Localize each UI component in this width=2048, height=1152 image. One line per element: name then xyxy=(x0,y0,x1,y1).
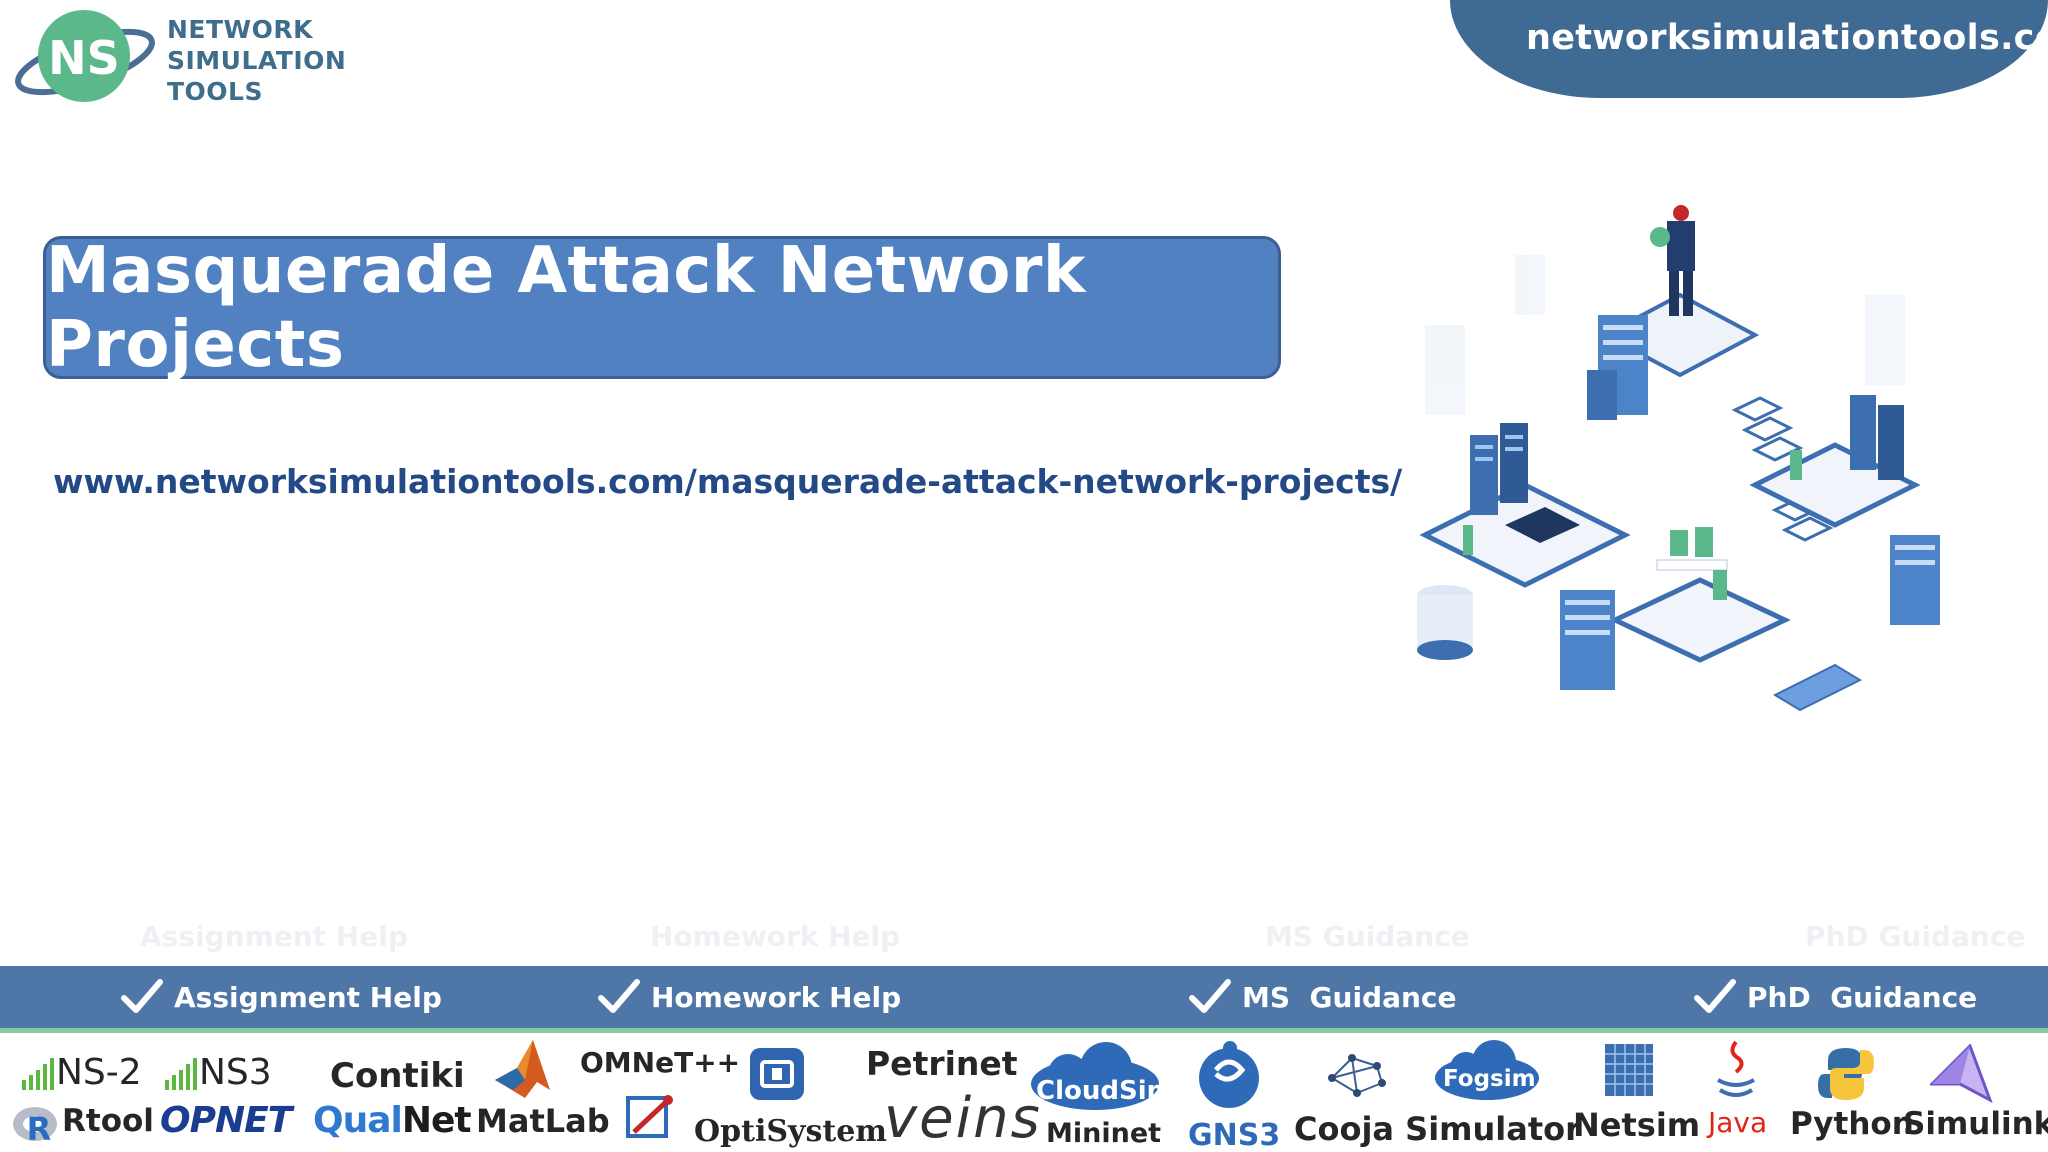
ghost-service-1: Assignment Help xyxy=(140,920,408,953)
tool-python: Python xyxy=(1790,1106,1914,1142)
tool-simulink: Simulink xyxy=(1903,1106,2048,1142)
tool-java: Java xyxy=(1708,1106,1768,1139)
service-label: Homework Help xyxy=(651,980,902,1014)
tool-mininet: Mininet xyxy=(1046,1118,1162,1149)
service-underline xyxy=(0,1028,2048,1033)
svg-text:NS: NS xyxy=(48,31,120,85)
tool-optisystem: OptiSystem xyxy=(694,1114,888,1149)
ghost-service-3: MS Guidance xyxy=(1265,920,1470,953)
check-icon xyxy=(1694,979,1736,1013)
tool-cooja: Cooja Simulator xyxy=(1294,1110,1581,1148)
tool-petrinet: Petrinet xyxy=(866,1044,1018,1083)
check-icon xyxy=(121,979,163,1013)
qualnet-part-2: Net xyxy=(401,1100,472,1141)
title-banner: Masquerade Attack Network Projects xyxy=(43,233,1281,382)
ghost-services-reflection: Assignment Help Homework Help MS Guidanc… xyxy=(0,920,2048,960)
java-cup-icon xyxy=(1717,1040,1755,1097)
signal-bars-icon xyxy=(165,1058,197,1090)
matlab-logo-icon xyxy=(495,1040,550,1098)
page-url-link[interactable]: www.networksimulationtools.com/masquerad… xyxy=(53,462,1403,501)
qualnet-part-1: Qual xyxy=(313,1100,403,1141)
brand-logo[interactable]: NS NETWORK SIMULATION TOOLS xyxy=(10,4,346,114)
network-illustration xyxy=(1417,205,1940,712)
tool-contiki: Contiki xyxy=(330,1056,465,1096)
tool-ns2: NS-2 xyxy=(56,1052,142,1093)
service-label: PhD Guidance xyxy=(1747,980,1978,1014)
tool-gns3: GNS3 xyxy=(1188,1118,1281,1152)
cooja-network-icon xyxy=(1328,1054,1386,1097)
check-icon xyxy=(598,979,640,1013)
ghost-service-4: PhD Guidance xyxy=(1805,920,2026,953)
person-head-icon xyxy=(1673,205,1689,221)
service-ms-guidance[interactable]: MS Guidance xyxy=(1188,966,1457,1028)
r-logo-icon: R xyxy=(13,1107,57,1144)
logo-wordmark: NETWORK SIMULATION TOOLS xyxy=(167,14,346,107)
site-badge xyxy=(1450,0,2048,98)
cloudsim-cloud-icon xyxy=(1031,1042,1159,1110)
ns-logo-icon: NS xyxy=(15,10,155,102)
tool-opnet: OPNET xyxy=(160,1100,292,1141)
tool-qualnet: QualNet xyxy=(313,1100,472,1141)
service-label: Assignment Help xyxy=(174,980,442,1014)
python-logo-icon xyxy=(1818,1048,1874,1100)
tool-ns3: NS3 xyxy=(199,1052,272,1093)
service-phd-guidance[interactable]: PhD Guidance xyxy=(1693,966,1977,1028)
check-icon xyxy=(1189,979,1231,1013)
netsim-grid-icon xyxy=(1605,1044,1653,1096)
svg-text:R: R xyxy=(27,1110,52,1144)
omnet-ide-icon xyxy=(626,1095,673,1138)
logo-line-2: SIMULATION xyxy=(167,46,347,75)
tool-omnet: OMNeT++ xyxy=(580,1046,741,1079)
service-homework-help[interactable]: Homework Help xyxy=(597,966,901,1028)
logo-line-3: TOOLS xyxy=(167,77,263,106)
service-assignment-help[interactable]: Assignment Help xyxy=(120,966,442,1028)
tool-veins: veins xyxy=(884,1086,1042,1151)
tool-rtool: Rtool xyxy=(62,1103,154,1139)
service-label: MS Guidance xyxy=(1242,980,1457,1014)
site-badge-link[interactable]: networksimulationtools.com xyxy=(1526,18,2048,58)
tool-fogsim: Fogsim xyxy=(1443,1066,1536,1092)
ghost-service-2: Homework Help xyxy=(650,920,901,953)
logo-line-1: NETWORK xyxy=(167,15,314,44)
gns3-logo-icon xyxy=(1199,1041,1259,1108)
services-bar: Assignment Help Homework Help MS Guidanc… xyxy=(0,966,2048,1028)
fogsim-cloud-icon xyxy=(1435,1040,1539,1100)
tool-matlab: MatLab xyxy=(476,1102,610,1140)
tool-cloudsim: CloudSim xyxy=(1036,1076,1174,1106)
simulink-logo-icon xyxy=(1930,1044,1993,1104)
signal-bars-icon xyxy=(22,1058,54,1090)
page-title: Masquerade Attack Network Projects xyxy=(46,233,1086,382)
tool-netsim: Netsim xyxy=(1573,1106,1701,1144)
optisystem-logo-icon xyxy=(750,1048,804,1100)
